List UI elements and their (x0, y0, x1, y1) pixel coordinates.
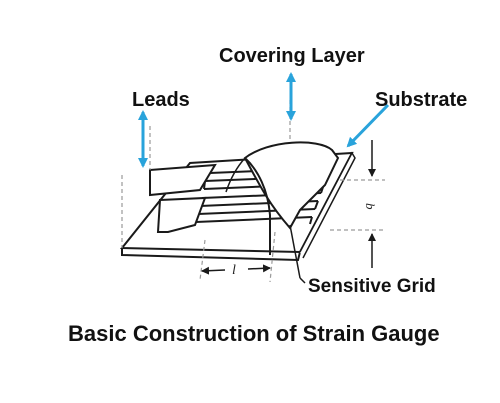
lead-wires (149, 163, 217, 233)
width-dimension: b (330, 140, 385, 268)
substrate-label: Substrate (375, 89, 467, 111)
covering-layer (225, 141, 340, 255)
sensitive-grid-label: Sensitive Grid (308, 276, 436, 297)
width-dimension-label: b (363, 203, 378, 210)
substrate-arrow (346, 103, 390, 148)
guide-lines (121, 100, 291, 248)
sensitive-grid-pointer-lead (299, 277, 306, 284)
sensitive-grid-pointer (289, 224, 301, 279)
length-dimension: l (199, 231, 276, 283)
leads-label: Leads (132, 89, 190, 111)
length-dimension-label: l (232, 263, 236, 278)
diagram-caption: Basic Construction of Strain Gauge (68, 321, 440, 346)
covering-layer-label: Covering Layer (219, 45, 365, 67)
